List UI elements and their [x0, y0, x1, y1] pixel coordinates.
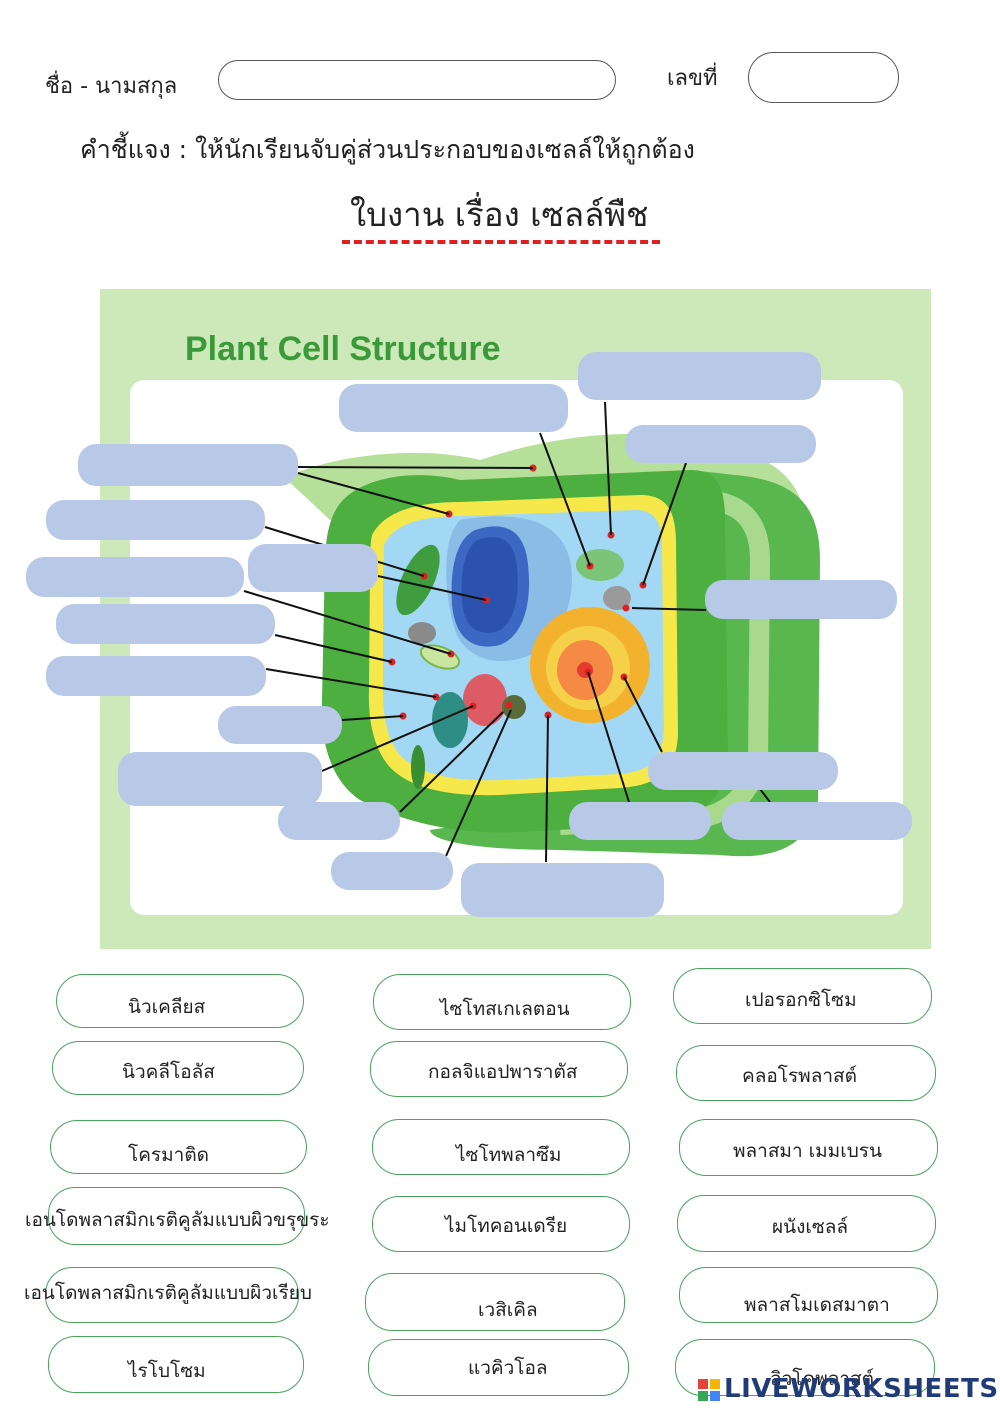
option-label: ผนังเซลล์: [772, 1216, 849, 1238]
option-label: ไซโทพลาซึม: [456, 1144, 562, 1166]
liveworksheets-logo-icon: [698, 1379, 720, 1401]
option-label: ไมโทคอนเดรีย: [445, 1215, 568, 1237]
answer-box[interactable]: [56, 604, 275, 644]
option-pill[interactable]: [45, 1267, 299, 1323]
option-pill[interactable]: [50, 1120, 307, 1174]
option-label: กอลจิแอปพาราตัส: [428, 1061, 578, 1083]
title-underline: [342, 240, 660, 244]
answer-box[interactable]: [331, 852, 453, 890]
option-pill[interactable]: [677, 1195, 936, 1252]
number-input[interactable]: [748, 52, 899, 103]
option-label: พลาสโมเดสมาตา: [744, 1294, 890, 1316]
answer-box[interactable]: [722, 802, 912, 840]
option-label: นิวเคลียส: [128, 996, 206, 1018]
option-pill[interactable]: [673, 968, 932, 1024]
number-label: เลขที่: [667, 66, 718, 91]
option-label: พลาสมา เมมเบรน: [733, 1140, 882, 1162]
option-pill[interactable]: [52, 1041, 304, 1095]
option-label: เวสิเคิล: [478, 1299, 538, 1321]
option-label: นิวคลีโอลัส: [122, 1061, 215, 1083]
option-pill[interactable]: [679, 1119, 938, 1176]
option-label: คลอโรพลาสต์: [742, 1065, 857, 1087]
answer-box[interactable]: [625, 425, 816, 463]
answer-box[interactable]: [46, 500, 265, 540]
answer-box[interactable]: [569, 802, 711, 840]
diagram-title: Plant Cell Structure: [185, 330, 501, 368]
option-pill[interactable]: [372, 1196, 630, 1252]
option-label: เอนโดพลาสมิกเรติคูลัมแบบผิวขรุขระ: [25, 1209, 330, 1231]
option-pill[interactable]: [48, 1336, 304, 1393]
worksheet-title: ใบงาน เรื่อง เซลล์พืช: [350, 195, 649, 234]
watermark-text: LIVEWORKSHEETS: [724, 1374, 999, 1404]
answer-box[interactable]: [278, 802, 400, 840]
answer-box[interactable]: [46, 656, 266, 696]
answer-box[interactable]: [339, 384, 568, 432]
option-pill[interactable]: [676, 1045, 936, 1101]
option-label: ไรโบโซม: [128, 1360, 206, 1382]
option-label: แวคิวโอล: [468, 1357, 548, 1379]
answer-box[interactable]: [26, 557, 244, 597]
answer-box[interactable]: [578, 352, 821, 400]
name-input[interactable]: [218, 60, 616, 100]
option-pill[interactable]: [372, 1119, 630, 1175]
instruction-text: คำชี้แจง : ให้นักเรียนจับคู่ส่วนประกอบขอ…: [80, 135, 695, 164]
option-pill[interactable]: [679, 1267, 938, 1323]
option-pill[interactable]: [48, 1187, 305, 1245]
option-label: ลิวโคพลาสต์: [770, 1368, 874, 1390]
answer-box[interactable]: [648, 752, 838, 790]
option-pill[interactable]: [56, 974, 304, 1028]
answer-box[interactable]: [78, 444, 298, 486]
answer-box[interactable]: [461, 863, 664, 917]
option-label: เปอรอกซิโซม: [745, 989, 857, 1011]
option-pill[interactable]: [365, 1273, 625, 1331]
option-pill[interactable]: [370, 1041, 628, 1097]
name-label: ชื่อ - นามสกุล: [45, 74, 178, 99]
option-label: โครมาติด: [128, 1144, 209, 1166]
option-pill[interactable]: [368, 1339, 629, 1396]
option-pill[interactable]: [373, 974, 631, 1030]
answer-box[interactable]: [705, 580, 897, 619]
answer-box[interactable]: [248, 544, 378, 592]
answer-box[interactable]: [118, 752, 322, 806]
option-label: ไซโทสเกเลตอน: [440, 998, 570, 1020]
answer-box[interactable]: [218, 706, 342, 744]
option-label: เอนโดพลาสมิกเรติคูลัมแบบผิวเรียบ: [24, 1282, 312, 1304]
